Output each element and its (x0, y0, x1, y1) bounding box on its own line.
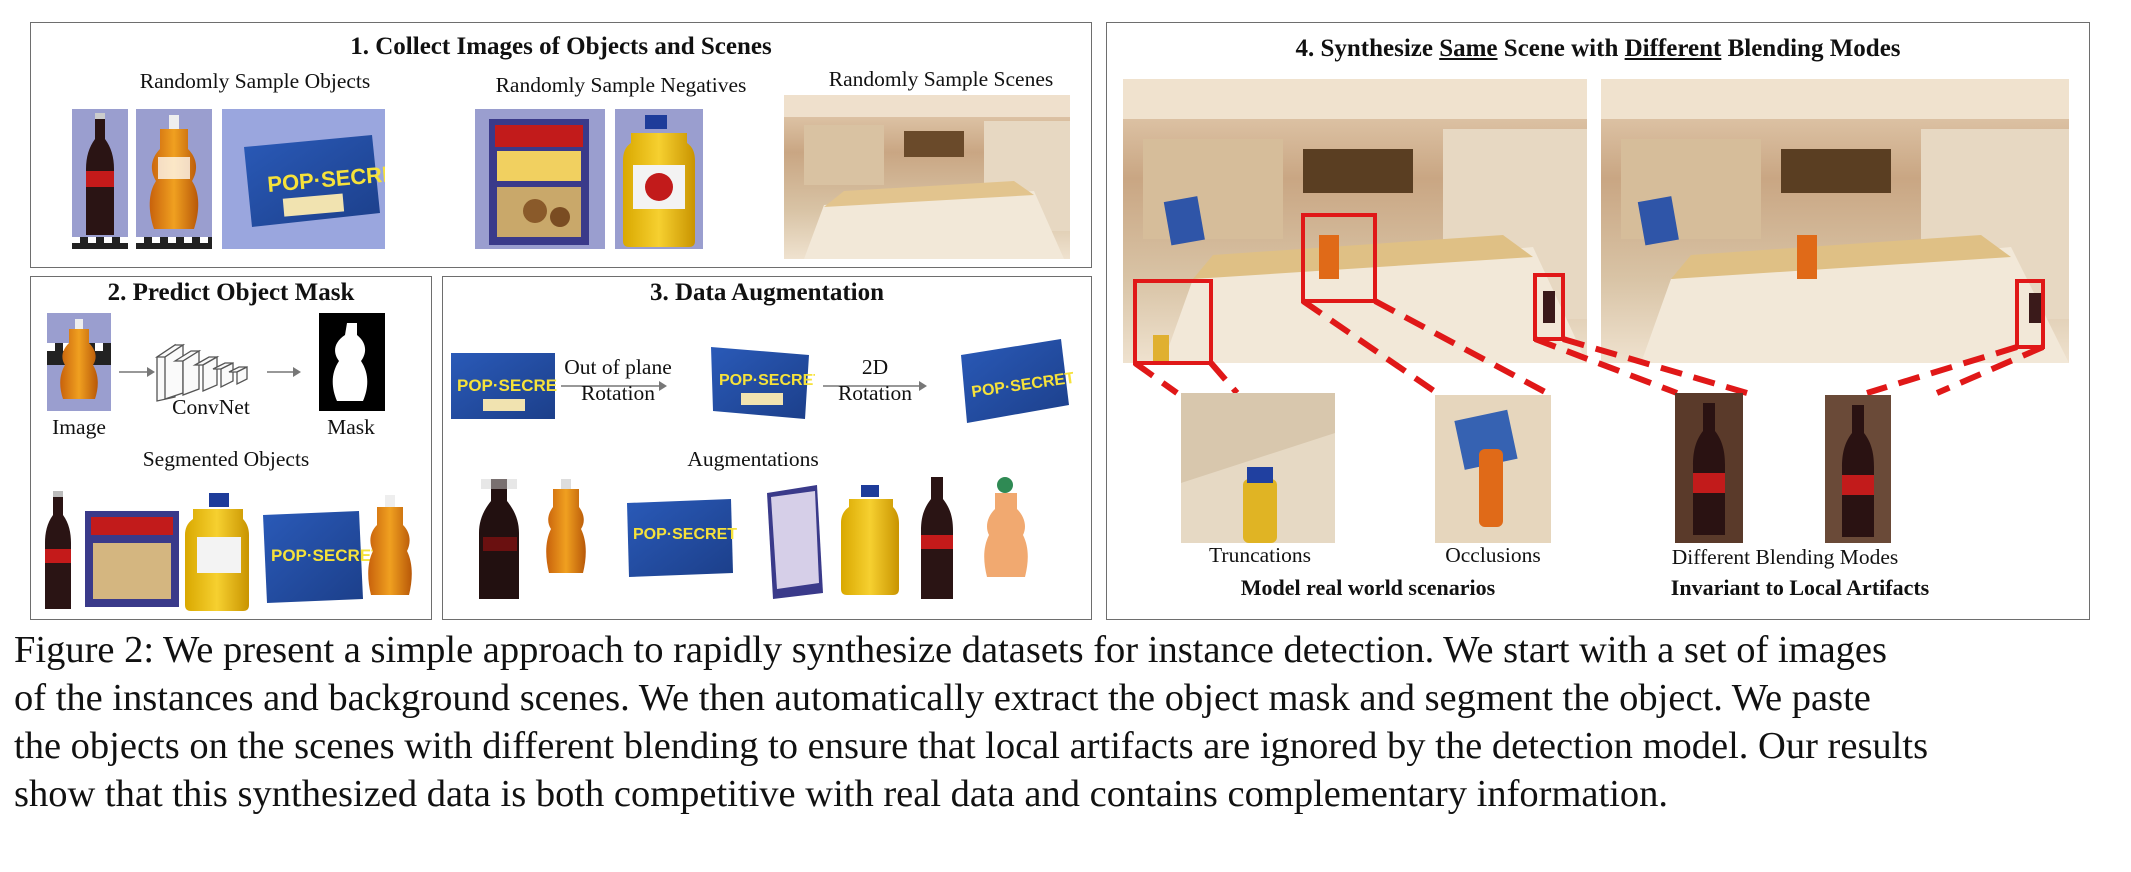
mask-image (319, 313, 385, 411)
convnet-label: ConvNet (172, 395, 250, 419)
arrow-to-mask (267, 367, 301, 377)
caption-line-1: Figure 2: We present a simple approach t… (14, 629, 1887, 671)
dash-line-6 (1562, 336, 1748, 396)
crop-bottle-1 (1675, 393, 1743, 543)
augment-popcorn-original: POP·SECRET (451, 353, 557, 419)
panel-predict-mask: 2. Predict Object Mask Image (30, 276, 432, 620)
scenes-label: Randomly Sample Scenes (828, 67, 1054, 91)
mask-label: Mask (327, 415, 375, 439)
segmented-objects: POP·SECRET (45, 491, 412, 611)
quaker-box-image (475, 109, 605, 249)
panel4-title-same: Same (1439, 35, 1498, 62)
arrow-2d-rotation (823, 381, 927, 391)
panel4-title: 4. Synthesize Same Scene with Different … (1107, 35, 2089, 63)
caption-line-4: show that this synthesized data is both … (14, 773, 1669, 815)
crop-truncation (1181, 393, 1335, 543)
rotation2-line1: 2D (861, 355, 889, 379)
augment-popcorn-2d: POP·SECRET (961, 339, 1073, 423)
dash-line-8 (1935, 344, 2045, 396)
highlight-box-bottle-right (2015, 279, 2045, 349)
blending-label: Different Blending Modes (1671, 545, 1899, 569)
dash-line-5 (1533, 336, 1679, 396)
augmentations-label: Augmentations (687, 447, 819, 471)
svg-text:POP·SECRET: POP·SECRET (457, 376, 557, 395)
model-real-label: Model real world scenarios (1240, 575, 1496, 600)
invariant-label: Invariant to Local Artifacts (1670, 575, 1930, 600)
arrow-out-of-plane (561, 381, 667, 391)
panel-augmentation: 3. Data Augmentation POP·SECRET Out of p… (442, 276, 1092, 620)
rotation1-line2: Rotation (580, 381, 656, 405)
svg-text:POP·SECRET: POP·SECRET (719, 372, 815, 389)
image-label: Image (52, 415, 106, 439)
input-image-thumb (47, 313, 111, 411)
dash-line-7 (1866, 344, 2018, 396)
truncations-label: Truncations (1209, 543, 1311, 567)
augmented-objects: POP·SECRET (479, 477, 1028, 599)
figure-caption: Figure 2: We present a simple approach t… (14, 626, 2124, 818)
kitchen-scene-image (784, 95, 1070, 259)
segmented-label: Segmented Objects (142, 447, 310, 471)
rotation1-line1: Out of plane (564, 355, 672, 379)
negatives-label: Randomly Sample Negatives (495, 73, 747, 97)
highlight-box-occlusion (1301, 213, 1377, 303)
highlight-overlay (1133, 213, 2045, 396)
dash-line-3 (1301, 298, 1439, 396)
caption-line-2: of the instances and background scenes. … (14, 677, 1871, 719)
objects-label: Randomly Sample Objects (139, 69, 371, 93)
panel4-title-suffix: Blending Modes (1721, 35, 1901, 62)
popcorn-box-image: POP·SECRET (222, 109, 385, 249)
panel4-title-different: Different (1624, 35, 1722, 62)
panel3-title: 3. Data Augmentation (649, 279, 885, 306)
arrow-to-convnet (119, 367, 155, 377)
panel1-title: 1. Collect Images of Objects and Scenes (350, 33, 772, 60)
svg-text:POP·SECRET: POP·SECRET (271, 546, 382, 565)
dash-line-1 (1133, 360, 1179, 396)
panel4-title-prefix: 4. Synthesize (1295, 35, 1440, 62)
coke-bottle-image (72, 109, 128, 249)
panel2-title: 2. Predict Object Mask (107, 279, 355, 306)
caption-line-3: the objects on the scenes with different… (14, 725, 1929, 767)
detergent-image (615, 109, 703, 249)
dash-line-2 (1208, 361, 1240, 395)
synth-scene-left (1123, 79, 1587, 363)
panel4-title-mid: Scene with (1497, 35, 1625, 62)
crop-bottle-2 (1825, 395, 1891, 543)
highlight-box-truncation (1133, 279, 1213, 365)
panel-synthesize: 4. Synthesize Same Scene with Different … (1106, 22, 2090, 620)
dish-soap-image (136, 109, 212, 249)
occlusions-label: Occlusions (1445, 543, 1541, 567)
highlight-box-bottle-left (1533, 273, 1565, 341)
augment-popcorn-outofplane: POP·SECRET (711, 347, 815, 419)
dash-line-4 (1373, 298, 1549, 396)
svg-text:POP·SECRET: POP·SECRET (633, 526, 737, 543)
convnet-diagram (154, 343, 248, 402)
crop-occlusion (1435, 395, 1551, 543)
panel-collect-images: 1. Collect Images of Objects and Scenes … (30, 22, 1092, 268)
rotation2-line2: Rotation (837, 381, 913, 405)
